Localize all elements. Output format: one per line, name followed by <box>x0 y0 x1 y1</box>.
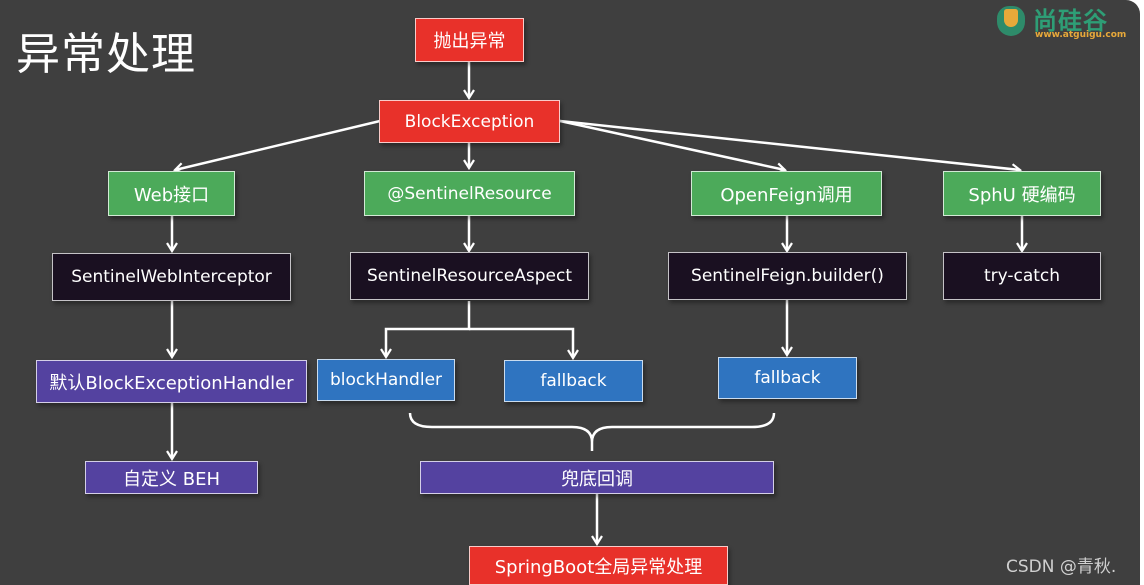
edge-block-to-feign <box>559 119 788 175</box>
node-fallback-feign: fallback <box>718 357 857 399</box>
brand-logo: 尚硅谷 www.atguigu.com <box>997 4 1137 40</box>
node-sentinel-resource-aspect: SentinelResourceAspect <box>350 252 589 300</box>
node-sphu-hardcode: SphU 硬编码 <box>943 171 1101 216</box>
node-fallback-callback: 兜底回调 <box>420 461 774 494</box>
node-throw-exception: 抛出异常 <box>415 18 524 62</box>
node-default-block-exception-handler: 默认BlockExceptionHandler <box>36 360 307 403</box>
node-block-handler: blockHandler <box>317 359 455 401</box>
u-badge-icon <box>997 6 1025 36</box>
edge-aspect-to-blockhandler <box>380 301 471 360</box>
node-try-catch: try-catch <box>943 252 1101 300</box>
logo-name: 尚硅谷 <box>1033 7 1108 35</box>
edge-aspect-to-fallback <box>469 327 579 361</box>
node-openfeign-call: OpenFeign调用 <box>691 171 882 216</box>
watermark: CSDN @青秋. <box>1006 557 1117 577</box>
node-sentinel-resource: @SentinelResource <box>364 171 575 216</box>
node-block-exception: BlockException <box>379 100 560 143</box>
brace <box>408 412 776 451</box>
node-web-interface: Web接口 <box>108 171 235 216</box>
edge-block-to-web <box>172 119 381 175</box>
node-sentinel-feign-builder: SentinelFeign.builder() <box>668 252 907 300</box>
logo-url: www.atguigu.com <box>1035 30 1127 40</box>
edge-block-to-sphu <box>559 119 1023 176</box>
node-sentinel-web-interceptor: SentinelWebInterceptor <box>52 253 291 301</box>
node-custom-beh: 自定义 BEH <box>85 461 258 494</box>
node-fallback-resource: fallback <box>504 360 643 402</box>
node-springboot-global-handler: SpringBoot全局异常处理 <box>469 546 728 585</box>
slide-title: 异常处理 <box>16 29 196 80</box>
